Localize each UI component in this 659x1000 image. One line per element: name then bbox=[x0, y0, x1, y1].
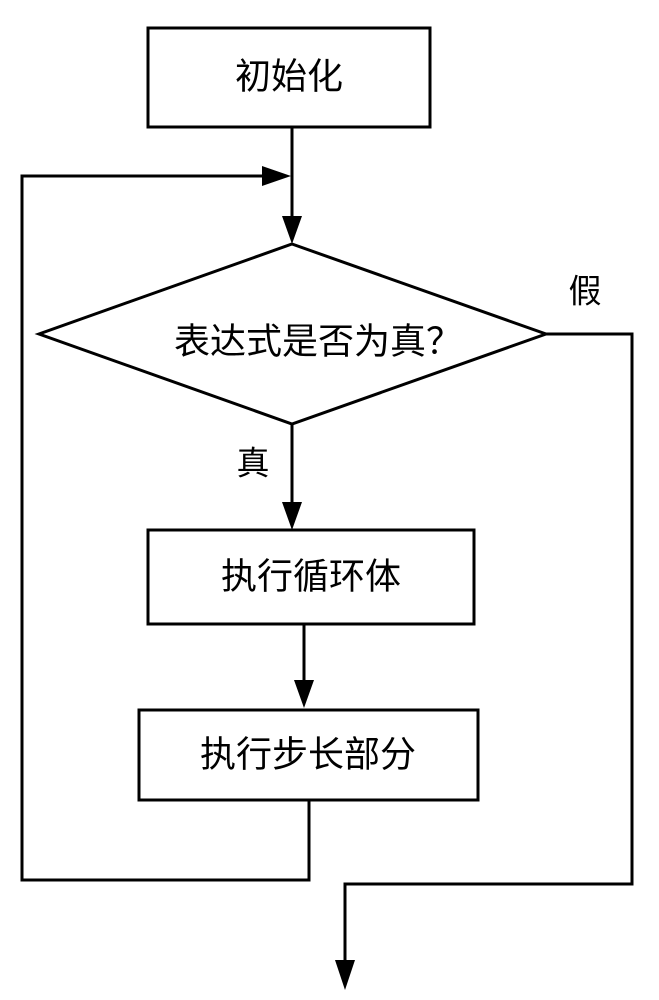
connector-loop-back bbox=[20, 174, 311, 882]
false-branch-label: 假 bbox=[569, 272, 602, 311]
arrowhead-body-entry bbox=[282, 502, 302, 530]
step-node: 执行步长部分 bbox=[137, 708, 480, 802]
connector-false-exit bbox=[343, 332, 634, 965]
init-node-label: 初始化 bbox=[235, 57, 343, 98]
condition-node-label: 表达式是否为真？ bbox=[174, 322, 462, 363]
init-node: 初始化 bbox=[146, 26, 432, 129]
step-node-label: 执行步长部分 bbox=[200, 735, 416, 776]
arrowhead-loop-back bbox=[262, 166, 291, 186]
body-node: 执行循环体 bbox=[146, 528, 476, 626]
condition-node: 表达式是否为真？ bbox=[34, 242, 551, 426]
body-node-label: 执行循环体 bbox=[221, 557, 401, 598]
true-branch-label: 真 bbox=[237, 444, 270, 483]
arrowhead-step-entry bbox=[294, 680, 314, 708]
arrowhead-exit bbox=[335, 960, 355, 990]
arrowhead-condition-entry bbox=[282, 216, 302, 244]
